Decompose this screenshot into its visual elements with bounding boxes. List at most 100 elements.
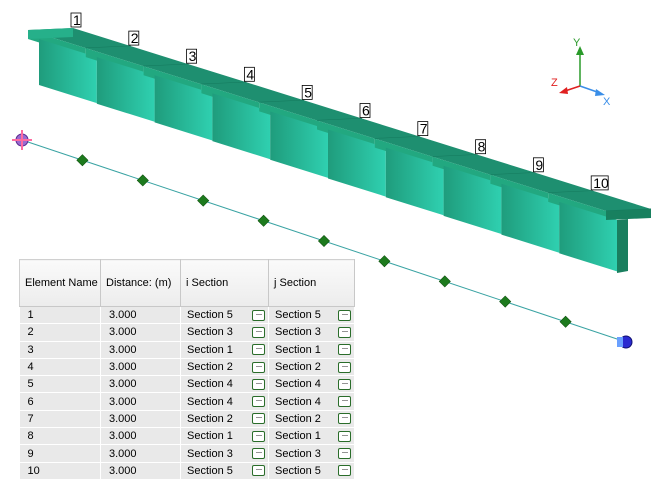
cell-element-name: 10 [19, 462, 101, 480]
cell-i-section[interactable]: Section 1··· [180, 341, 269, 359]
section-browse-button[interactable]: ··· [252, 413, 265, 425]
cell-i-section[interactable]: Section 3 ··· [180, 444, 269, 463]
section-browse-button[interactable]: ··· [252, 396, 265, 408]
section-browse-button[interactable]: ··· [338, 361, 351, 373]
section-browse-button[interactable]: ··· [252, 465, 265, 477]
node-marker[interactable] [438, 275, 451, 288]
node-marker[interactable] [378, 255, 391, 268]
cell-j-section[interactable]: Section 5··· [268, 462, 355, 480]
section-browse-button[interactable]: ··· [252, 378, 265, 390]
node-marker[interactable] [76, 154, 89, 167]
beam-segment[interactable] [259, 100, 363, 178]
element-axis-line[interactable] [21, 139, 627, 343]
node-marker[interactable] [317, 234, 331, 248]
section-browse-button[interactable]: ··· [252, 309, 265, 321]
section-browse-button[interactable]: ··· [338, 448, 351, 460]
section-name: Section 1 [275, 430, 321, 443]
cell-distance[interactable]: 3.000 [100, 462, 181, 480]
end-support-icon[interactable] [617, 335, 633, 349]
beam-segment[interactable] [548, 190, 652, 272]
segment-number: 8 [478, 139, 486, 155]
cell-distance[interactable]: 3.000 [100, 323, 181, 342]
cell-distance[interactable]: 3.000 [100, 392, 181, 411]
section-browse-button[interactable]: ··· [338, 309, 351, 321]
node-marker[interactable] [197, 194, 210, 207]
section-browse-button[interactable]: ··· [338, 413, 351, 425]
header-j-section[interactable]: j Section [268, 259, 355, 307]
cell-i-section[interactable]: Section 5 ··· [180, 462, 269, 480]
section-browse-button[interactable]: ··· [252, 344, 265, 356]
section-browse-button[interactable]: ··· [338, 378, 351, 390]
beam-segment[interactable] [317, 118, 420, 197]
cell-distance[interactable]: 3.000 [100, 358, 181, 377]
cell-distance[interactable]: 3.000 [100, 341, 181, 359]
section-assignment-table[interactable]: Element Name Distance: (m) i Section j S… [19, 259, 355, 480]
section-browse-button[interactable]: ··· [338, 396, 351, 408]
section-name: Section 2 [187, 361, 233, 374]
x-axis-label: X [603, 96, 611, 108]
section-name: Section 5 [187, 464, 233, 477]
beam-flange-top [143, 64, 247, 85]
cell-distance[interactable]: 3.000 [100, 410, 181, 429]
cell-distance[interactable]: 3.000 [100, 375, 181, 394]
cell-j-section[interactable]: Section 4··· [268, 392, 355, 411]
cell-j-section[interactable]: Section 3··· [268, 323, 355, 342]
cell-distance[interactable]: 3.000 [100, 444, 181, 463]
beam-flange-top [374, 136, 478, 157]
node-marker[interactable] [499, 295, 512, 308]
cell-i-section[interactable]: Section 4··· [180, 392, 269, 411]
section-cell-content: Section 5 ··· [187, 465, 268, 477]
section-browse-button[interactable]: ··· [252, 448, 265, 460]
cell-i-section[interactable]: Section 2··· [180, 410, 269, 429]
segment-label: 2 [128, 30, 140, 46]
cell-j-section[interactable]: Section 2··· [268, 358, 355, 377]
cell-i-section[interactable]: Section 5··· [180, 306, 269, 325]
cell-j-section[interactable]: Section 2··· [268, 410, 355, 429]
cell-distance[interactable]: 3.000 [100, 427, 181, 446]
beam-flange-top [259, 100, 362, 121]
cell-j-section[interactable]: Section 1··· [268, 341, 355, 359]
cell-j-section[interactable]: Section 3··· [268, 444, 355, 463]
section-browse-button[interactable]: ··· [252, 430, 265, 442]
header-distance[interactable]: Distance: (m) [100, 259, 181, 307]
section-cell-content: Section 1··· [187, 430, 268, 442]
section-browse-button[interactable]: ··· [338, 430, 351, 442]
axis-triad: Y Z X [551, 37, 611, 108]
node-marker[interactable] [559, 315, 572, 328]
cell-j-section[interactable]: Section 1 ··· [268, 427, 355, 446]
section-browse-button[interactable]: ··· [338, 326, 351, 338]
beam-segment[interactable] [490, 172, 594, 253]
cell-i-section[interactable]: Section 4··· [180, 375, 269, 394]
cell-element-name: 2 [19, 323, 101, 342]
start-support-icon[interactable] [12, 130, 32, 150]
cell-i-section[interactable]: Section 2 ··· [180, 358, 269, 377]
beam-segment[interactable] [374, 136, 478, 216]
segment-label: 1 [70, 12, 82, 28]
cell-i-section[interactable]: Section 1··· [180, 427, 269, 446]
header-i-section[interactable]: i Section [180, 259, 269, 307]
section-name: Section 3 [187, 447, 233, 460]
cell-distance[interactable]: 3.000 [100, 306, 181, 325]
header-element-name[interactable]: Element Name [19, 259, 101, 307]
node-marker[interactable] [257, 214, 270, 227]
section-browse-button[interactable]: ··· [252, 361, 265, 373]
cell-j-section[interactable]: Section 5··· [268, 306, 355, 325]
section-browse-button[interactable]: ··· [252, 326, 265, 338]
cell-j-section[interactable]: Section 4··· [268, 375, 355, 394]
section-browse-button[interactable]: ··· [338, 344, 351, 356]
node-marker[interactable] [136, 174, 149, 187]
cell-i-section[interactable]: Section 3··· [180, 323, 269, 342]
section-browse-button[interactable]: ··· [338, 465, 351, 477]
